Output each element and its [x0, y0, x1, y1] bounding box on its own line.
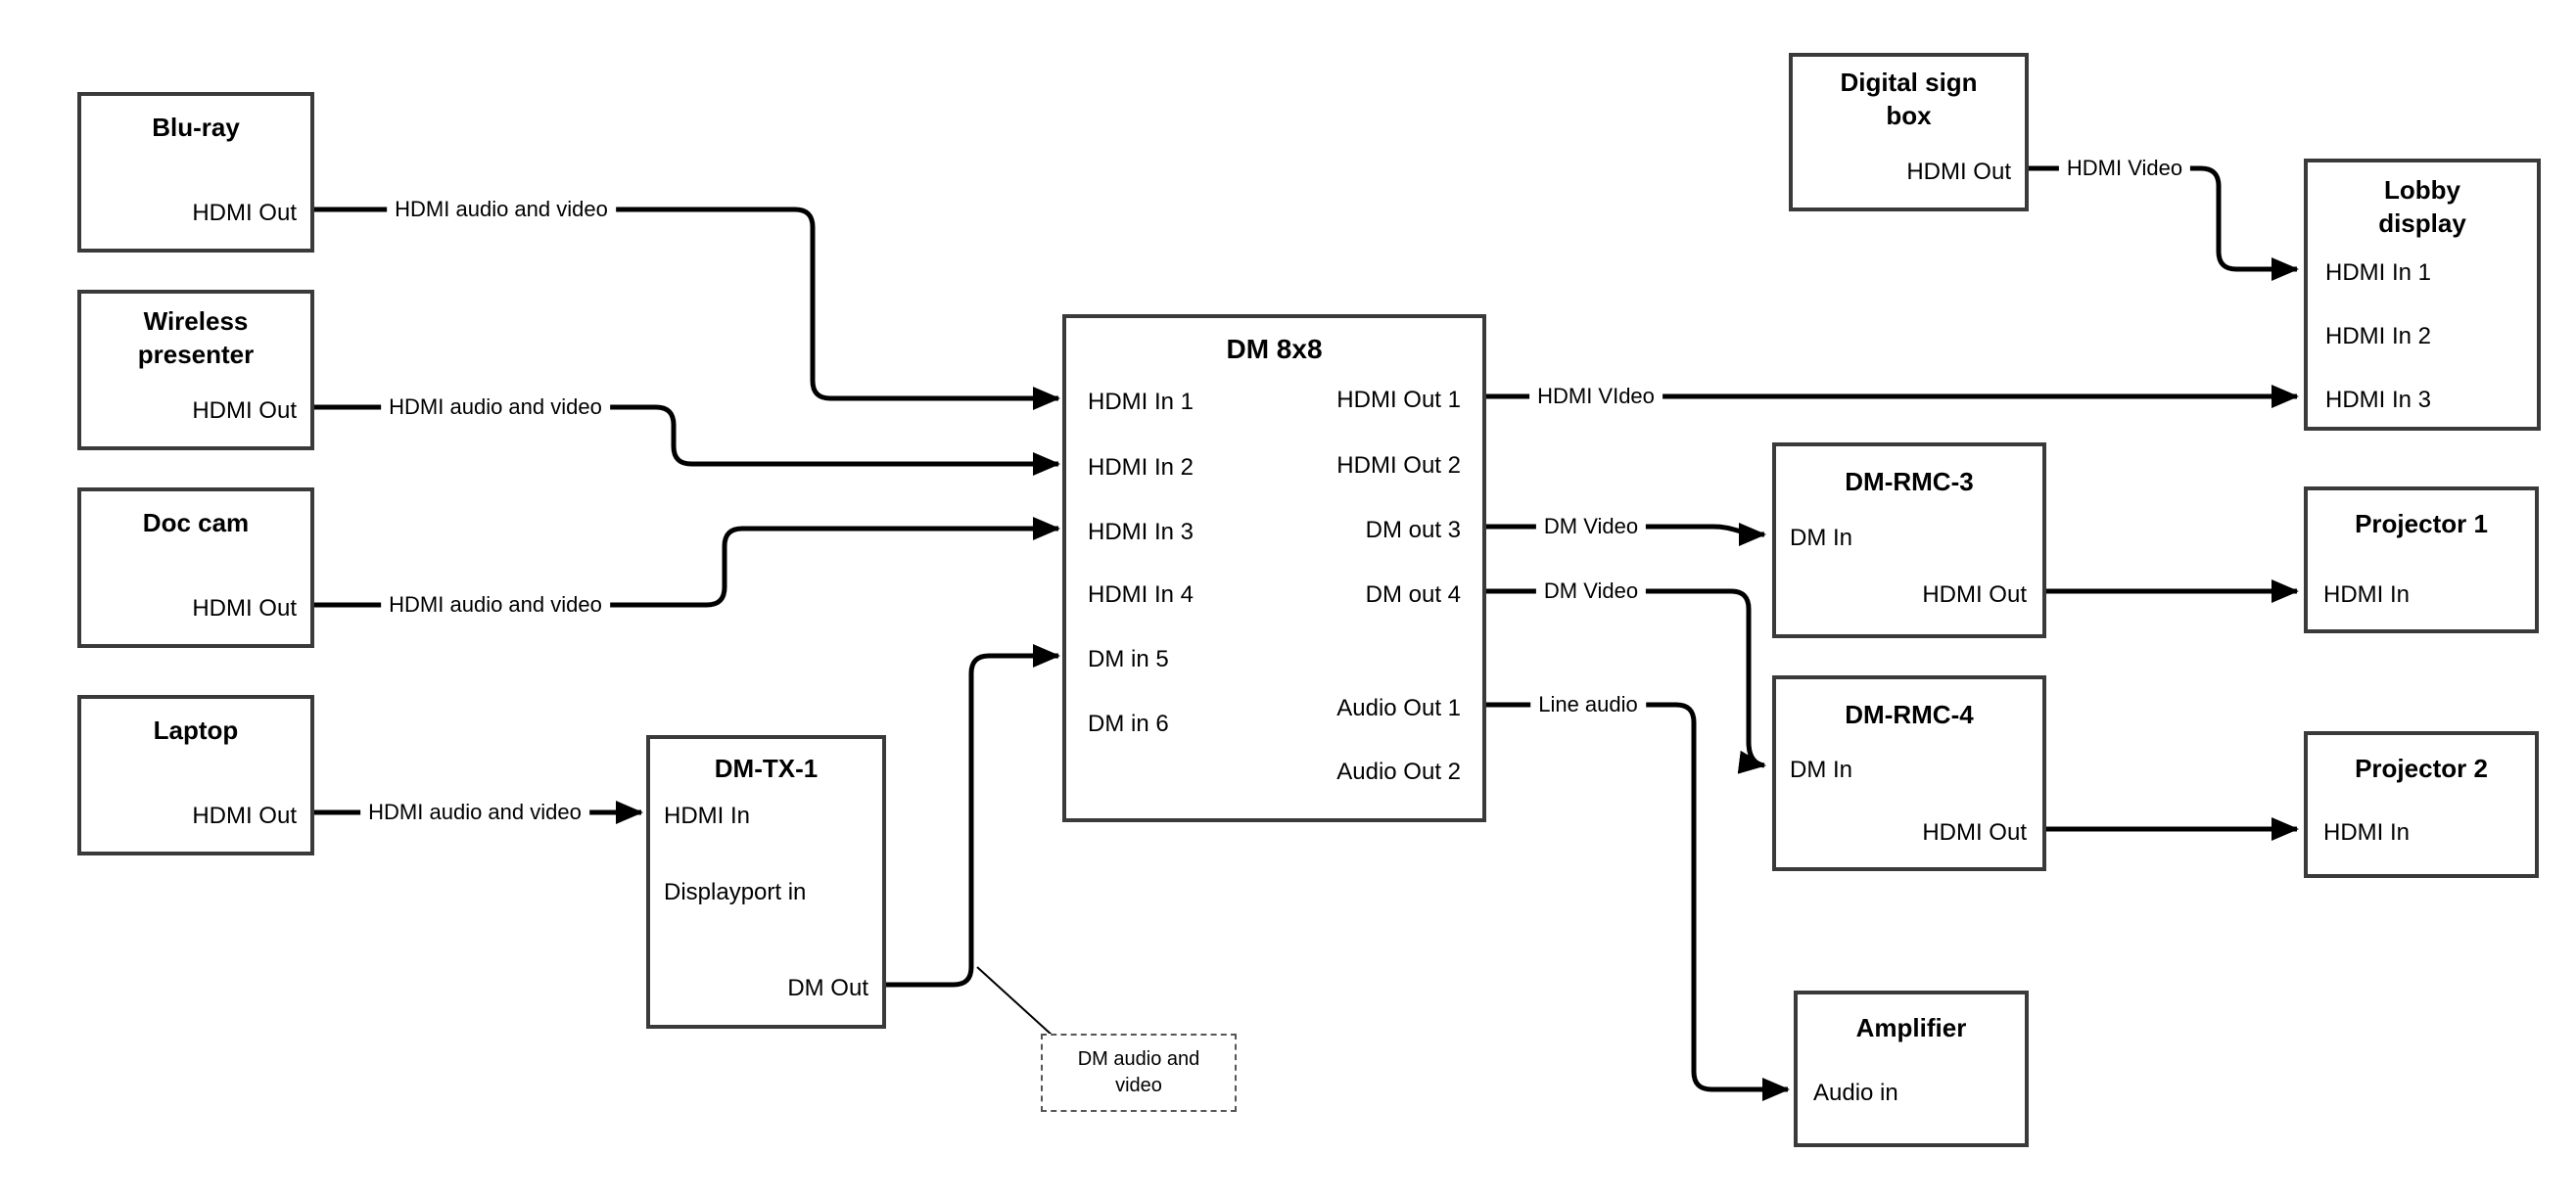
connector-dm8x8-dm-out-4-to-rmc4-dm-in: [1486, 588, 1766, 774]
node-lobby-display-port-hdmi-in-1: HDMI In 1: [2325, 259, 2432, 286]
conn-label-hdmi-video-out1: HDMI VIdeo: [1529, 383, 1663, 410]
node-dm-8x8-port-hdmi-in-1: HDMI In 1: [1088, 389, 1194, 415]
node-dm-rmc-3: DM-RMC-3 DM In HDMI Out: [1772, 442, 2046, 638]
node-wireless-presenter-port-hdmi-out: HDMI Out: [192, 397, 297, 424]
conn-label-wireless-hdmi-av: HDMI audio and video: [381, 393, 610, 421]
conn-label-bluray-hdmi-av: HDMI audio and video: [387, 196, 616, 223]
node-dm-tx-1-port-dm-out: DM Out: [787, 975, 868, 1001]
node-dm-rmc-4-title: DM-RMC-4: [1845, 700, 1974, 729]
node-digital-sign-box-port-hdmi-out: HDMI Out: [1906, 159, 2011, 185]
node-dm-rmc-3-port-dm-in: DM In: [1790, 525, 1853, 551]
node-doc-cam-port-hdmi-out: HDMI Out: [192, 595, 297, 622]
node-dm-8x8-title: DM 8x8: [1226, 334, 1323, 364]
node-amplifier-title: Amplifier: [1855, 1013, 1967, 1042]
node-dm-8x8-port-audio-out-2: Audio Out 2: [1336, 759, 1461, 785]
node-dm-8x8-port-hdmi-in-2: HDMI In 2: [1088, 454, 1194, 481]
node-digital-sign-box-title: Digital sign box: [1840, 68, 1978, 130]
conn-label-laptop-hdmi-av: HDMI audio and video: [360, 799, 589, 826]
callout-dm-audio-video-text: DM audio and video: [1077, 1048, 1200, 1096]
connector-dm8x8-dm-out-3-to-rmc3-dm-in: [1486, 522, 1766, 546]
node-lobby-display-port-hdmi-in-3: HDMI In 3: [2325, 387, 2432, 413]
node-dm-rmc-4: DM-RMC-4 DM In HDMI Out: [1772, 675, 2046, 871]
node-projector-2-title: Projector 2: [2355, 754, 2488, 783]
connector-bluray-to-dm8x8-hdmi-in-1: [314, 207, 1060, 410]
node-dm-8x8-port-dm-in-6: DM in 6: [1088, 711, 1169, 737]
node-lobby-display: Lobby display HDMI In 1 HDMI In 2 HDMI I…: [2304, 159, 2541, 431]
node-dm-rmc-4-port-hdmi-out: HDMI Out: [1922, 819, 2027, 846]
node-projector-1: Projector 1 HDMI In: [2304, 486, 2539, 633]
node-lobby-display-port-hdmi-in-2: HDMI In 2: [2325, 323, 2432, 349]
connector-doccam-to-dm8x8-hdmi-in-3: [314, 517, 1060, 608]
node-doc-cam: Doc cam HDMI Out: [77, 487, 314, 648]
node-dm-8x8-port-hdmi-in-3: HDMI In 3: [1088, 519, 1194, 545]
node-amplifier-port-audio-in: Audio in: [1813, 1080, 1898, 1106]
node-laptop-title: Laptop: [153, 716, 239, 745]
node-lobby-display-title: Lobby display: [2378, 175, 2466, 238]
node-dm-8x8-port-dm-out-3: DM out 3: [1365, 517, 1461, 543]
node-dm-tx-1-title: DM-TX-1: [714, 754, 819, 783]
node-dm-8x8-port-dm-out-4: DM out 4: [1365, 581, 1461, 608]
node-blu-ray-port-hdmi-out: HDMI Out: [192, 200, 297, 226]
node-digital-sign-box: Digital sign box HDMI Out: [1789, 53, 2029, 211]
node-dm-8x8: DM 8x8 HDMI In 1 HDMI In 2 HDMI In 3 HDM…: [1062, 314, 1486, 822]
node-wireless-presenter-title: Wireless presenter: [137, 306, 255, 369]
connector-sign-to-lobby-hdmi-in-1: [2029, 165, 2299, 281]
node-dm-rmc-3-port-hdmi-out: HDMI Out: [1922, 581, 2027, 608]
node-laptop: Laptop HDMI Out: [77, 695, 314, 855]
node-dm-rmc-4-port-dm-in: DM In: [1790, 757, 1853, 783]
callout-dm-audio-video: DM audio and video: [1041, 1034, 1237, 1112]
node-blu-ray: Blu-ray HDMI Out: [77, 92, 314, 253]
conn-label-line-audio: Line audio: [1530, 691, 1646, 718]
conn-label-sign-hdmi-video: HDMI Video: [2058, 155, 2191, 182]
node-laptop-port-hdmi-out: HDMI Out: [192, 803, 297, 829]
node-dm-8x8-port-audio-out-1: Audio Out 1: [1336, 695, 1461, 721]
node-projector-2: Projector 2 HDMI In: [2304, 731, 2539, 878]
node-blu-ray-title: Blu-ray: [152, 113, 240, 142]
connector-dm8x8-audio-out-1-to-amplifier: [1486, 702, 1790, 1101]
node-dm-8x8-port-dm-in-5: DM in 5: [1088, 646, 1169, 672]
node-dm-tx-1-port-hdmi-in: HDMI In: [664, 803, 751, 829]
node-dm-tx-1: DM-TX-1 HDMI In Displayport in DM Out: [646, 735, 886, 1029]
callout-leader-line: [976, 966, 1054, 1037]
node-amplifier: Amplifier Audio in: [1794, 991, 2029, 1147]
connector-wireless-to-dm8x8-hdmi-in-2: [314, 404, 1060, 476]
connector-dmtx1-to-dm8x8-dm-in-5: [886, 644, 1060, 988]
node-projector-1-port-hdmi-in: HDMI In: [2323, 581, 2411, 608]
node-dm-rmc-3-title: DM-RMC-3: [1845, 467, 1974, 496]
node-dm-tx-1-port-displayport-in: Displayport in: [664, 879, 807, 905]
conn-label-doccam-hdmi-av: HDMI audio and video: [381, 591, 610, 619]
node-doc-cam-title: Doc cam: [142, 508, 250, 537]
conn-label-dm-video-out3: DM Video: [1535, 513, 1647, 540]
node-dm-8x8-port-hdmi-out-2: HDMI Out 2: [1336, 452, 1461, 479]
node-wireless-presenter: Wireless presenter HDMI Out: [77, 290, 314, 450]
node-projector-2-port-hdmi-in: HDMI In: [2323, 819, 2411, 846]
conn-label-dm-video-out4: DM Video: [1535, 577, 1647, 605]
node-dm-8x8-port-hdmi-in-4: HDMI In 4: [1088, 581, 1194, 608]
node-projector-1-title: Projector 1: [2355, 509, 2488, 538]
node-dm-8x8-port-hdmi-out-1: HDMI Out 1: [1336, 387, 1461, 413]
